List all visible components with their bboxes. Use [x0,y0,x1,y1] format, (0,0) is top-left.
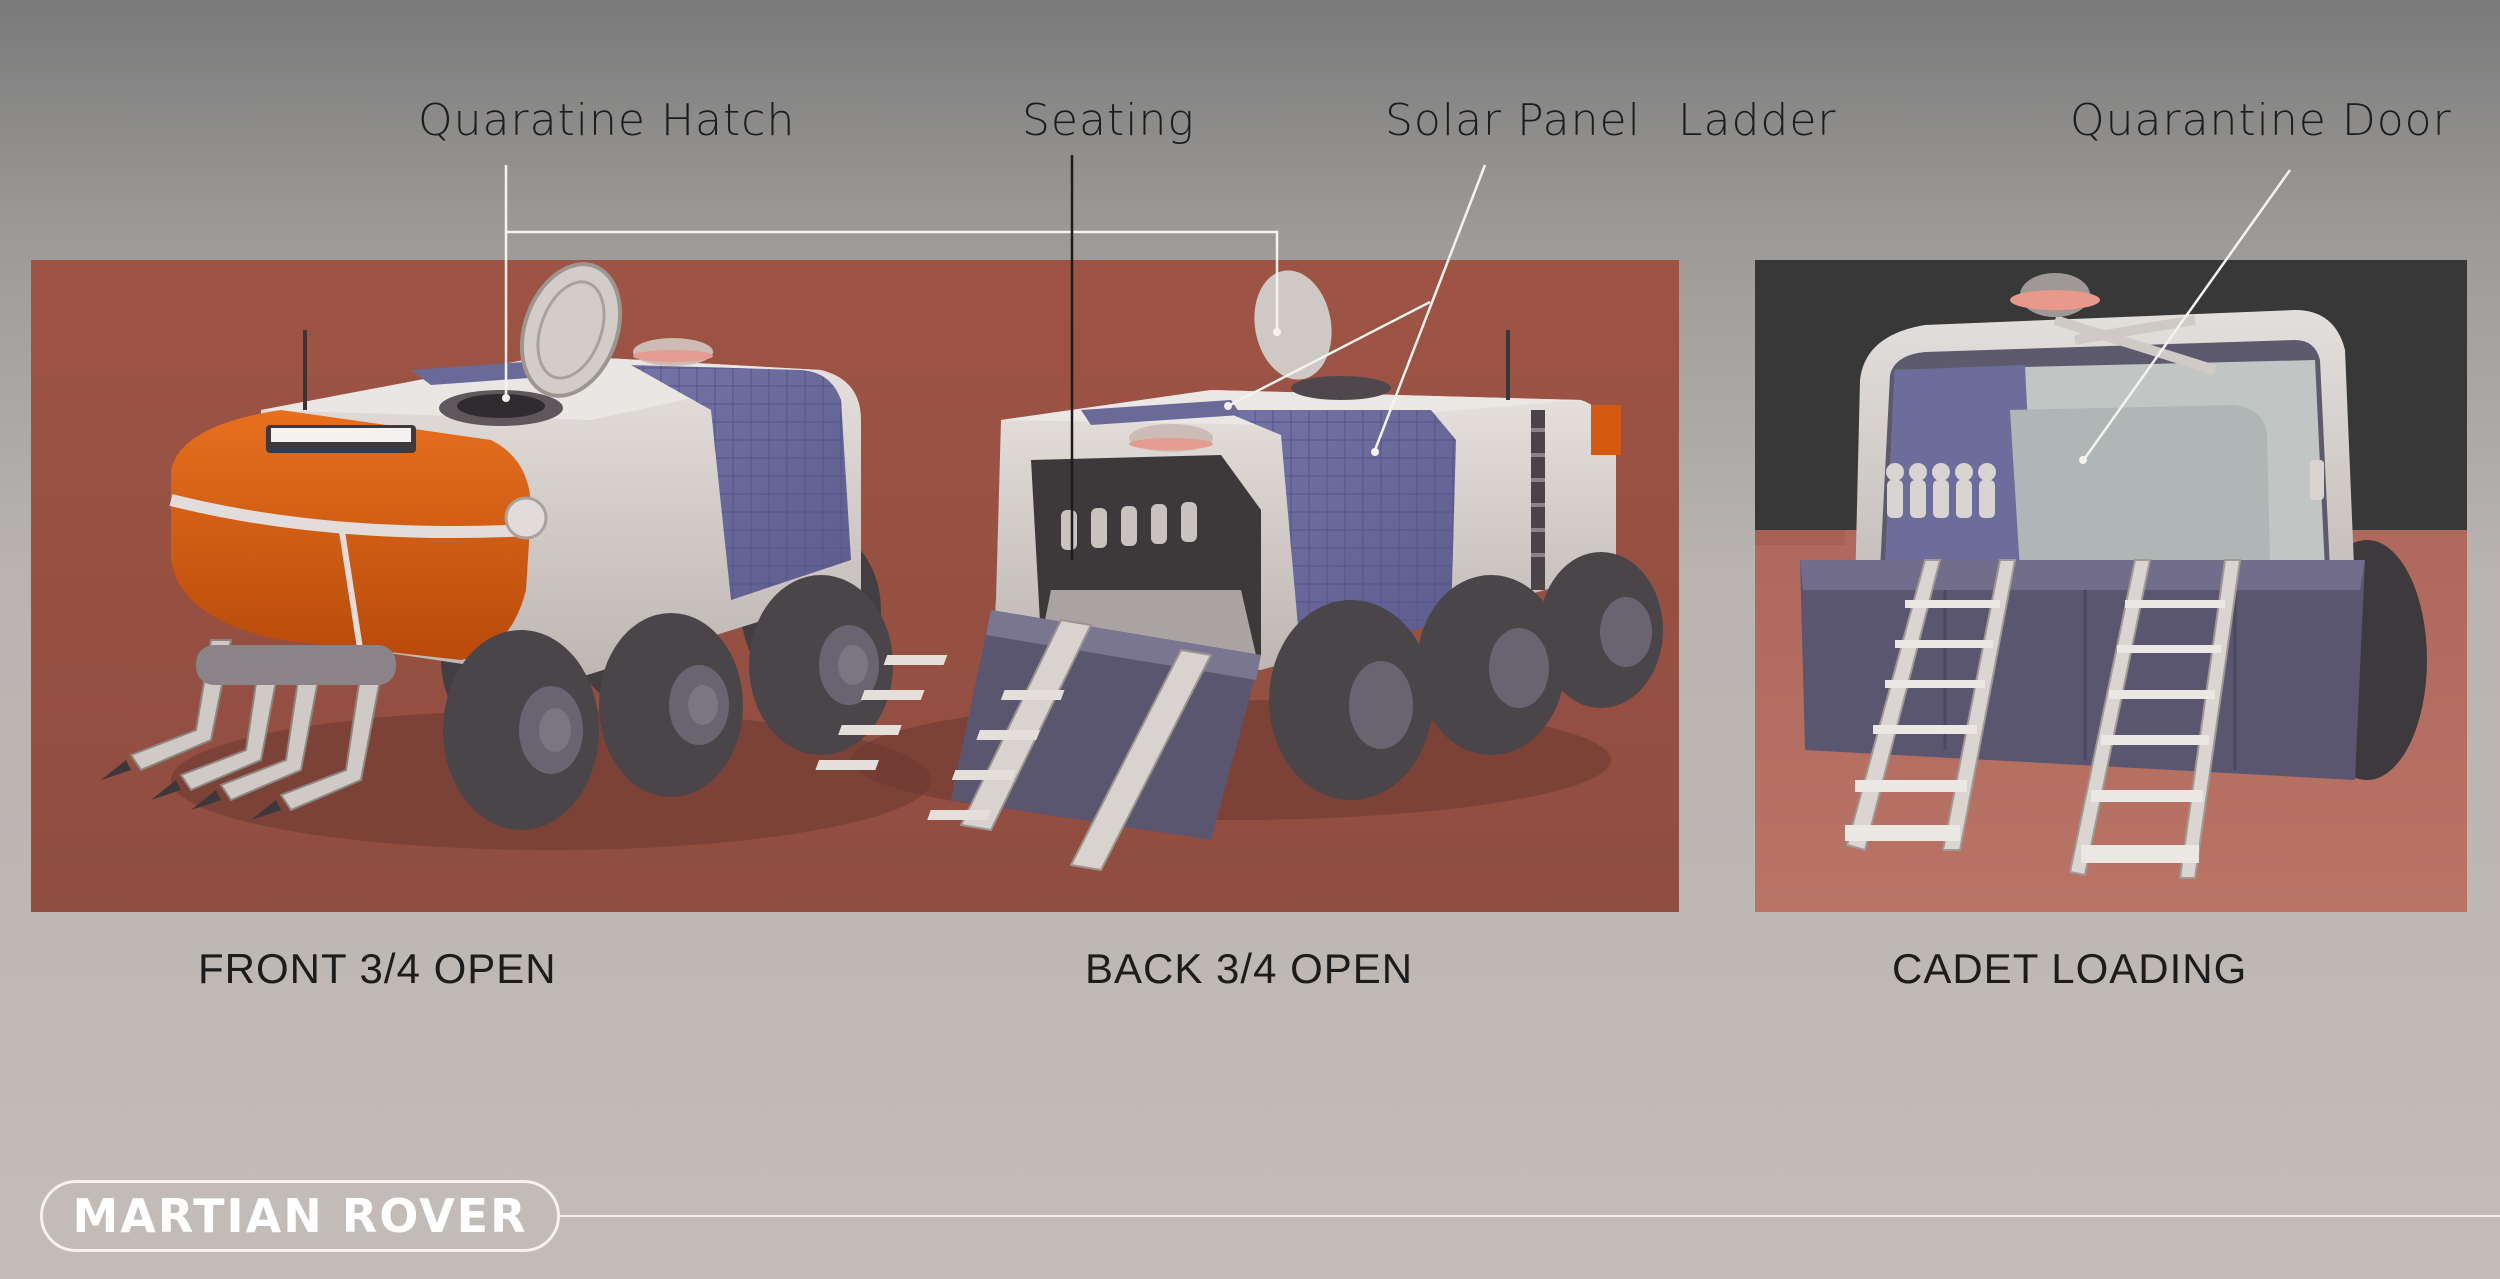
front-rover [101,262,931,850]
callout-quarantine-door: Quarantine Door [2070,95,2452,146]
callout-quarantine-hatch: Quaratine Hatch [418,95,796,146]
front-back-render-panel [31,260,1679,912]
callout-solar-panel: Solar Panel [1385,95,1641,146]
back-rover [815,270,1663,872]
title-divider-line [560,1215,2500,1217]
cadet-loading-render-panel [1755,260,2467,912]
title-badge: MARTIAN ROVER [40,1180,560,1252]
caption-front: FRONT 3/4 OPEN [198,945,557,992]
page-title: MARTIAN ROVER [72,1189,528,1243]
caption-cadet: CADET LOADING [1892,945,2248,992]
callout-seating: Seating [1022,95,1195,146]
callout-ladder: Ladder [1678,95,1837,146]
caption-back: BACK 3/4 OPEN [1085,945,1414,992]
